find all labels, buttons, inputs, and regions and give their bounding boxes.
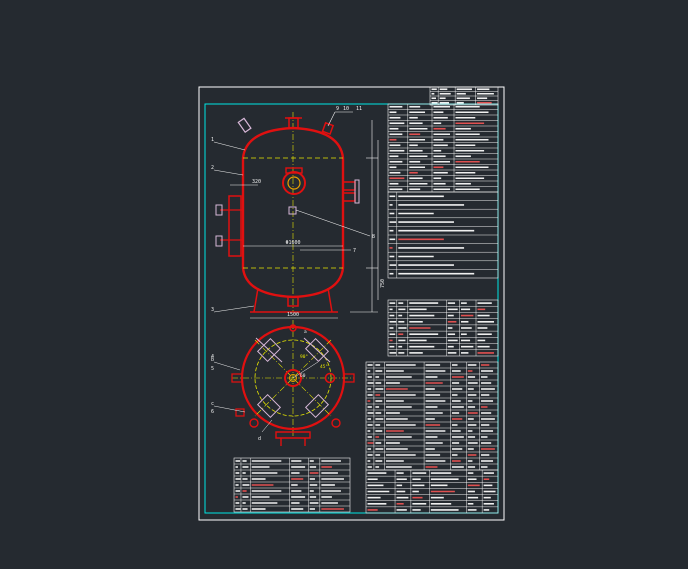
plan-left-label: b bbox=[211, 357, 214, 363]
plan-bottom-label: d bbox=[258, 436, 261, 442]
vessel-plan-view: 90° 45° a b c d 60 4 5 6 bbox=[211, 320, 355, 446]
leader-7-label: 7 bbox=[353, 248, 356, 254]
plan-bottom-manway-icon bbox=[275, 431, 311, 446]
plan-nozzle-right-icon bbox=[324, 372, 336, 384]
nozzle-table bbox=[387, 299, 499, 357]
angle-1-label: 90° bbox=[300, 354, 308, 360]
leader-3-label: 3 bbox=[211, 307, 214, 313]
bottom-parts-table bbox=[233, 457, 351, 513]
plan-nozzle-bottom-left-icon bbox=[249, 418, 259, 428]
safety-valve-nozzle-icon bbox=[237, 117, 252, 134]
plan-support-lugs bbox=[255, 337, 331, 419]
elevation-dimensions bbox=[230, 120, 379, 319]
manway-icon bbox=[282, 171, 306, 195]
leader-6-label: 6 bbox=[211, 409, 214, 415]
leader-8-label: 8 bbox=[372, 234, 375, 240]
top-right-nozzle-icon bbox=[321, 121, 335, 136]
center-nozzle-icon bbox=[288, 206, 297, 215]
plan-center-nozzle-icon bbox=[284, 369, 302, 387]
support-legs-icon bbox=[250, 287, 338, 313]
dim-side-label: 750 bbox=[380, 279, 386, 288]
leader-4-label: 4 bbox=[211, 354, 214, 360]
leader-11-label: 11 bbox=[356, 106, 362, 112]
plan-center-label: 60 bbox=[300, 373, 306, 379]
top-nozzle-icon bbox=[288, 117, 299, 129]
dim-nozzle-label: 320 bbox=[252, 179, 261, 185]
leader-9-label: 9 bbox=[336, 106, 339, 112]
leader-2-label: 2 bbox=[211, 165, 214, 171]
plan-nozzle-bottom-right-icon bbox=[331, 418, 341, 428]
plan-nozzle-top-icon bbox=[289, 324, 297, 332]
right-nozzle-upper-icon bbox=[342, 181, 356, 191]
right-nozzle-lower-icon bbox=[342, 192, 356, 202]
leader-1-label: 1 bbox=[211, 137, 214, 143]
leader-10-label: 10 bbox=[343, 106, 349, 112]
level-gauge-icon bbox=[215, 195, 243, 257]
elevation-leaders bbox=[213, 111, 371, 313]
plan-side-stubs bbox=[231, 373, 355, 417]
leader-5-label: 5 bbox=[211, 366, 214, 372]
title-block-and-tables bbox=[233, 86, 499, 514]
plan-right-label: c bbox=[211, 401, 214, 407]
dim-width-label: Φ1600 bbox=[285, 240, 300, 246]
dim-bottom-label: 1500 bbox=[287, 312, 299, 318]
vessel-elevation-view: Φ1600 1500 750 320 1 2 3 9 10 11 8 7 bbox=[211, 106, 386, 319]
bottom-drain-nozzle-icon bbox=[287, 296, 299, 307]
plan-top-label: a bbox=[304, 330, 307, 335]
angle-2-label: 45° bbox=[320, 364, 328, 370]
main-title-block bbox=[365, 469, 499, 514]
sheet-border bbox=[198, 86, 505, 521]
